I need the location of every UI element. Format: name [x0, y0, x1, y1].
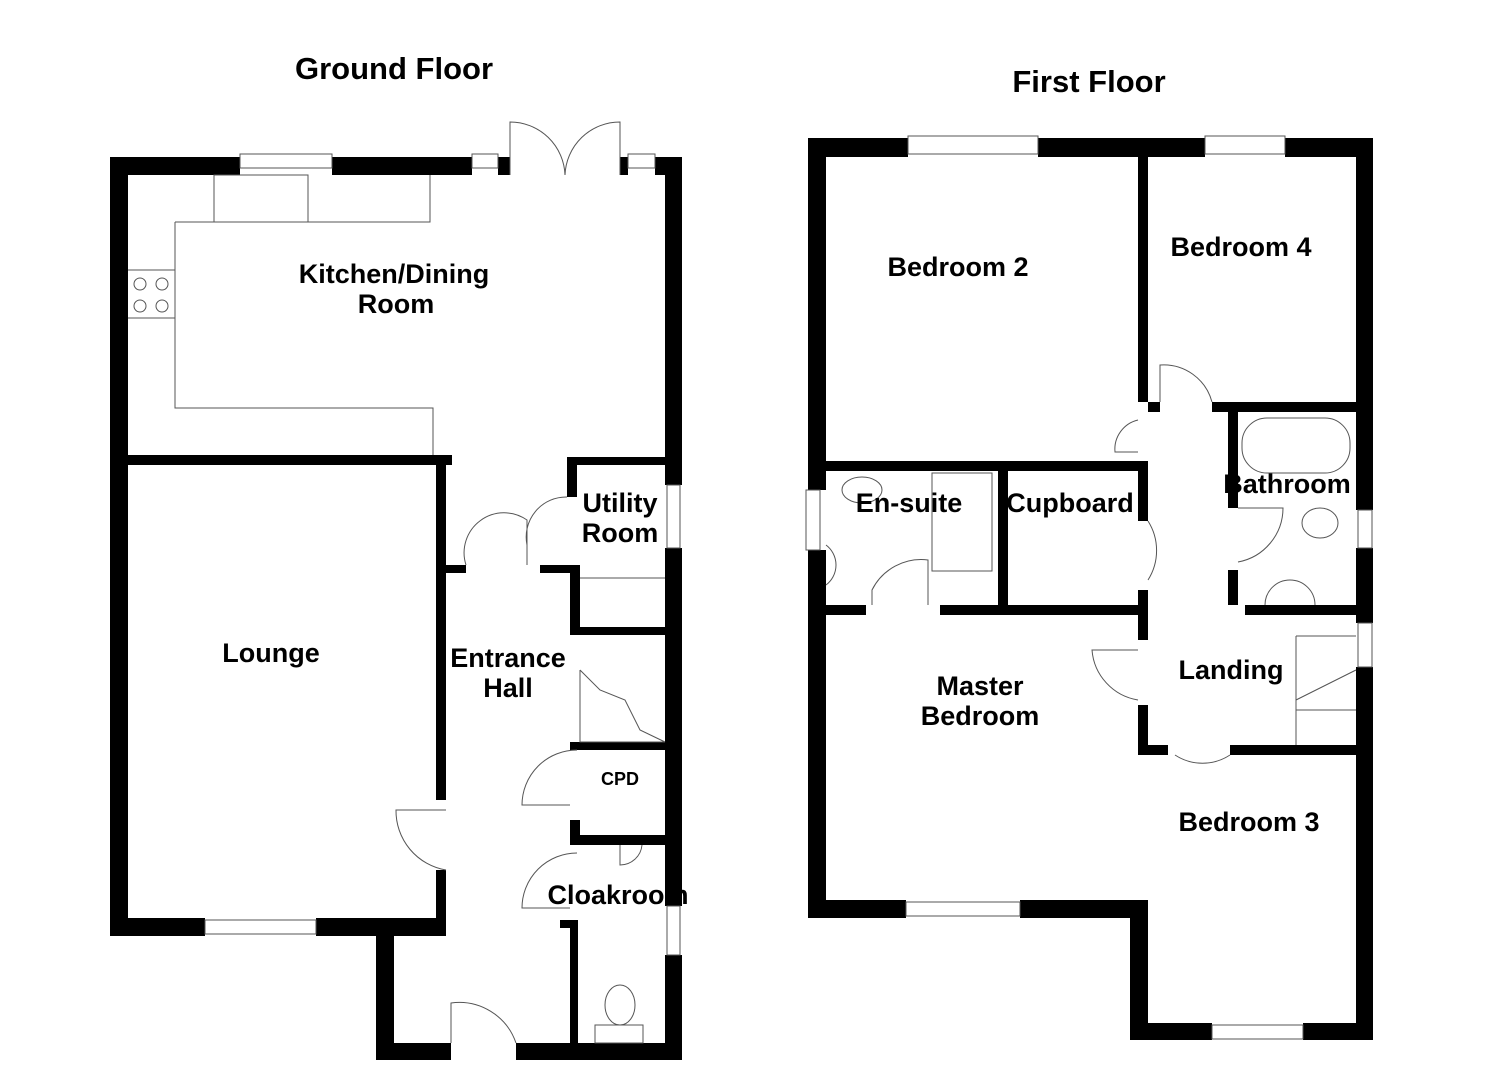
french-doors [509, 121, 621, 176]
toilet [1301, 507, 1339, 539]
hob-ring [133, 277, 147, 291]
front-door [450, 1001, 517, 1044]
window [239, 153, 333, 169]
room-label-entrance-hall-2: Hall [483, 673, 533, 703]
room-label-kitchen: Kitchen/Dining [299, 259, 490, 289]
room-label-bedroom-4: Bedroom 4 [1170, 232, 1311, 262]
ground-floor-title: Ground Floor [295, 51, 493, 86]
room-label-entrance-hall: Entrance [450, 643, 566, 673]
door-swing [1159, 364, 1213, 403]
window [1211, 1024, 1304, 1040]
shower [931, 472, 993, 572]
window [905, 901, 1021, 917]
door-swing [1091, 649, 1139, 701]
ground-floor-walls [110, 157, 682, 1060]
room-label-cpd: CPD [601, 769, 639, 789]
window [627, 153, 656, 169]
door-swing [521, 749, 578, 806]
window [204, 919, 317, 935]
room-label-master-bedroom-2: Bedroom [921, 701, 1040, 731]
door-swing [1147, 520, 1158, 581]
worktop [128, 175, 434, 455]
room-label-utility-2: Room [582, 518, 659, 548]
window [666, 905, 681, 956]
room-label-master-bedroom: Master [936, 671, 1024, 701]
door-swing [1114, 419, 1139, 453]
window [805, 489, 821, 551]
room-label-utility: Utility [582, 488, 657, 518]
room-label-cupboard: Cupboard [1006, 488, 1134, 518]
first-floor-plan: First Floor Bedroom 2 Bedroom 4 En-suite… [805, 64, 1373, 1040]
room-label-bedroom-3: Bedroom 3 [1178, 807, 1319, 837]
room-label-landing: Landing [1179, 655, 1284, 685]
first-floor-fittings [805, 135, 1373, 1040]
sink-unit [213, 174, 309, 223]
window [1204, 135, 1286, 155]
door-swing [871, 559, 929, 605]
door-swing [521, 852, 578, 909]
stairs [1295, 635, 1357, 745]
room-label-kitchen-2: Room [358, 289, 435, 319]
ground-floor-fittings [128, 121, 681, 1044]
stairs [579, 577, 666, 743]
room-label-cloakroom: Cloakroom [547, 880, 688, 910]
ground-floor-plan: Ground Floor Kitchen/Dining Room Utility… [110, 51, 689, 1060]
basin [619, 844, 643, 866]
door-swing [463, 512, 528, 566]
basin [1264, 579, 1316, 606]
bath [1241, 417, 1351, 474]
room-label-lounge: Lounge [222, 638, 319, 668]
door-swing [525, 496, 568, 546]
first-floor-walls [808, 138, 1373, 1040]
door-swing [395, 809, 447, 871]
window [1357, 622, 1373, 668]
window [907, 135, 1039, 155]
basin [825, 544, 837, 586]
room-label-bedroom-2: Bedroom 2 [887, 252, 1028, 282]
window [471, 153, 499, 169]
room-label-en-suite: En-suite [856, 488, 963, 518]
door-swing [1174, 754, 1231, 764]
window [666, 484, 681, 549]
door-swing [1237, 507, 1284, 563]
first-floor-title: First Floor [1012, 64, 1165, 99]
toilet [841, 476, 883, 504]
window [1357, 509, 1373, 549]
toilet [604, 984, 636, 1026]
room-label-bathroom: Bathroom [1223, 469, 1351, 499]
